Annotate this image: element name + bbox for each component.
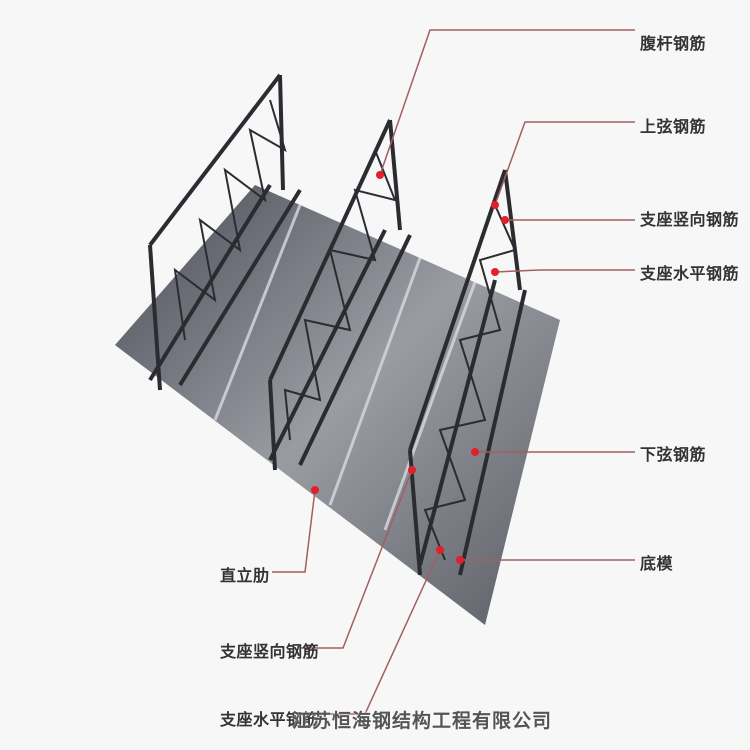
- label-support-vertical-rebar-right: 支座竖向钢筋: [640, 210, 740, 229]
- leader-lines: [272, 29, 635, 715]
- label-support-vertical-rebar-left: 支座竖向钢筋: [220, 642, 320, 661]
- marker-dots: [311, 171, 509, 564]
- label-bottom-chord-rebar: 下弦钢筋: [640, 445, 707, 464]
- truss-1: [148, 73, 302, 391]
- company-watermark: 江苏恒海钢结构工程有限公司: [292, 710, 553, 732]
- label-top-chord-rebar: 上弦钢筋: [640, 117, 707, 136]
- steel-deck-bottom-form: [115, 185, 560, 625]
- label-support-horizontal-rebar-left: 支座水平钢筋: [220, 710, 320, 729]
- truss-group: [148, 73, 527, 576]
- truss-2: [268, 119, 412, 471]
- label-web-rebar: 腹杆钢筋: [640, 34, 707, 53]
- truss-3: [408, 169, 527, 576]
- label-standing-rib: 直立肋: [220, 566, 270, 585]
- label-bottom-form: 底模: [640, 554, 674, 573]
- label-support-horizontal-rebar-right: 支座水平钢筋: [640, 264, 740, 283]
